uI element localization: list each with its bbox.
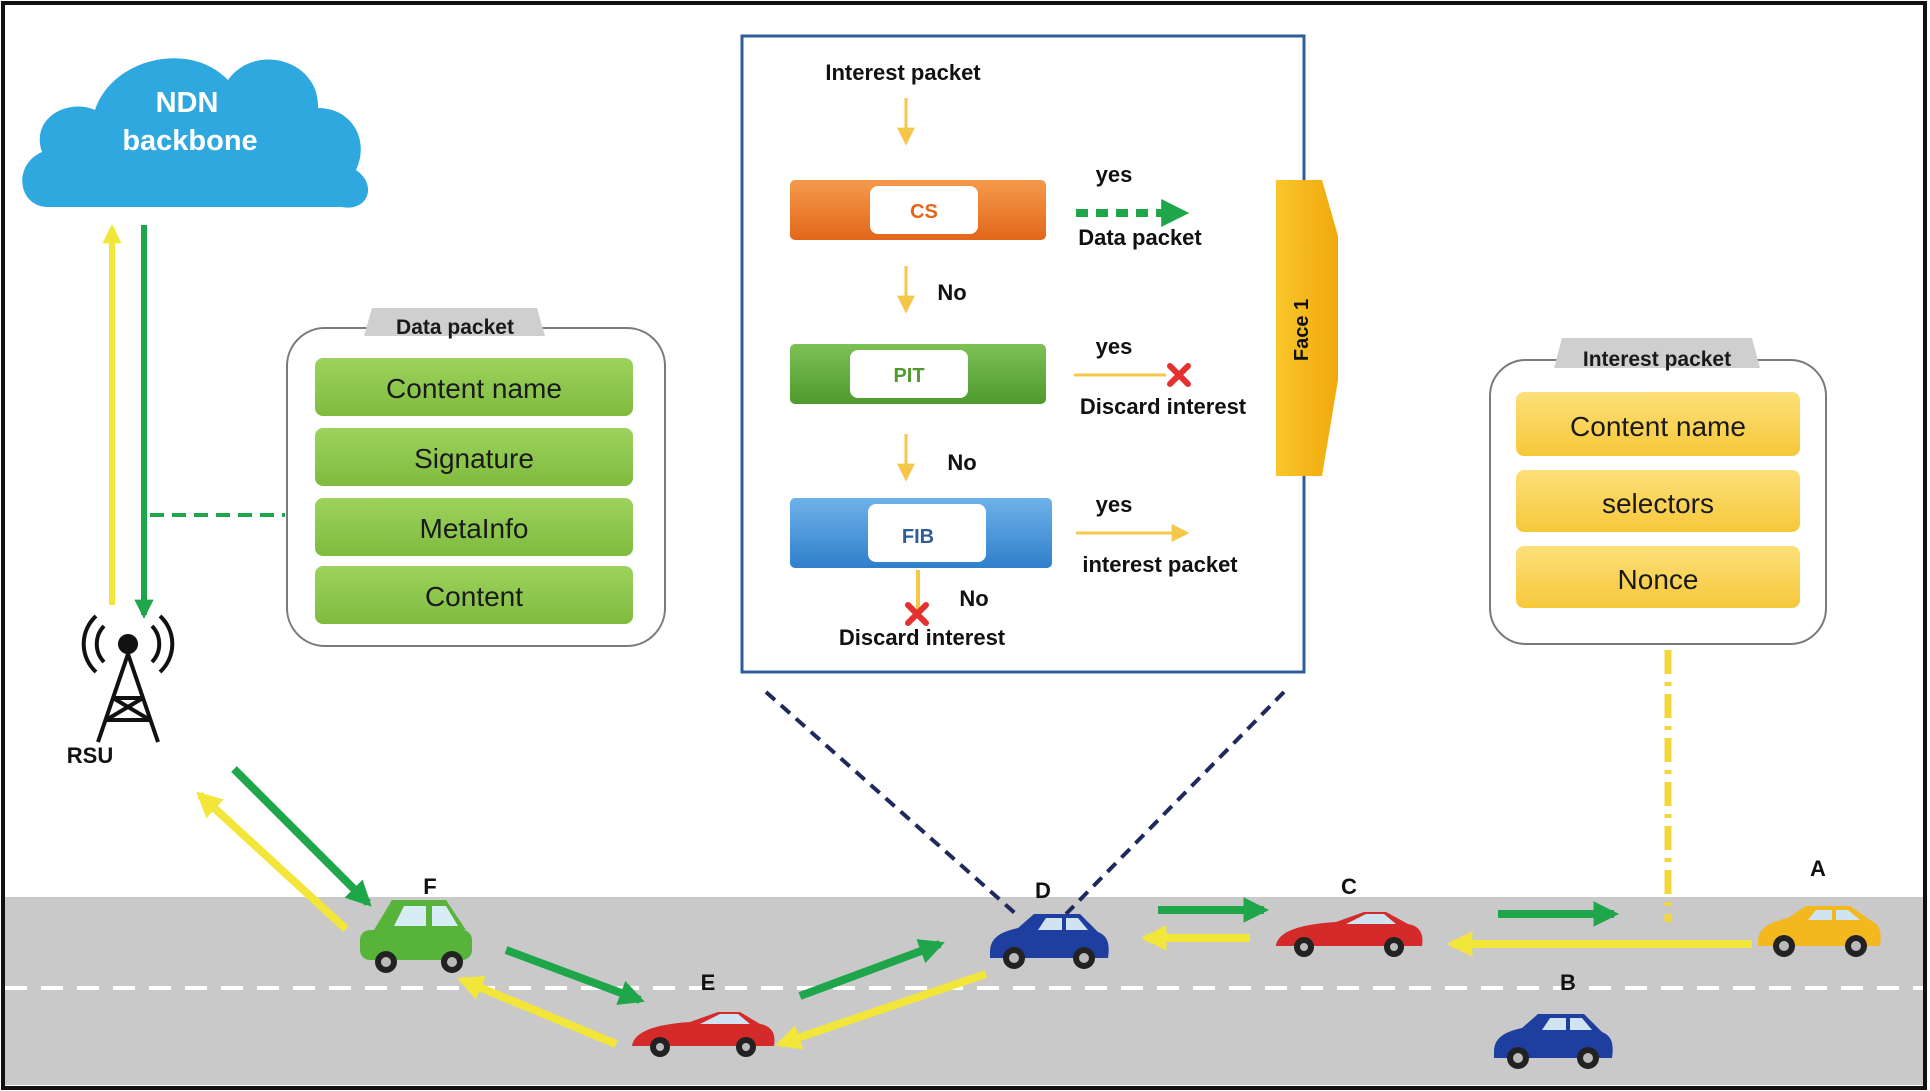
fib-no-result: Discard interest	[839, 625, 1006, 650]
cs-yes-result: Data packet	[1078, 225, 1202, 250]
fib-no-label: No	[959, 586, 988, 611]
svg-text:Nonce: Nonce	[1618, 564, 1699, 595]
pit-no-label: No	[947, 450, 976, 475]
cloud-label-line1: NDN	[156, 87, 219, 119]
vehicle-e-label: E	[701, 970, 716, 995]
svg-text:Content: Content	[425, 581, 523, 612]
svg-text:Signature: Signature	[414, 443, 534, 474]
face-1-block: Face 1	[1276, 180, 1338, 476]
arrow-f-to-e	[504, 946, 645, 1005]
interest-packet-panel: Interest packet Content name selectors N…	[1489, 338, 1827, 645]
vehicle-a-label: A	[1810, 856, 1826, 881]
data-field-metainfo: MetaInfo	[315, 498, 633, 556]
svg-text:Content name: Content name	[1570, 411, 1746, 442]
svg-text:selectors: selectors	[1602, 488, 1714, 519]
interest-field-content-name: Content name	[1516, 392, 1800, 456]
arrow-e-to-f	[457, 976, 618, 1048]
fib-yes-label: yes	[1096, 492, 1133, 517]
vehicle-d-label: D	[1035, 878, 1051, 903]
vehicle-d	[990, 914, 1109, 969]
arrow-d-to-e	[775, 970, 988, 1050]
arrow-e-to-d	[798, 939, 945, 1000]
pit-yes-result: Discard interest	[1080, 394, 1247, 419]
vehicle-b	[1494, 1014, 1613, 1069]
forwarding-flowchart: Interest packet CS yes Data packet No PI…	[740, 34, 1338, 674]
cs-label: CS	[910, 201, 938, 223]
rsu-label: RSU	[67, 743, 113, 768]
fib-block: FIB	[790, 498, 1052, 568]
data-field-content: Content	[315, 566, 633, 624]
interest-field-nonce: Nonce	[1516, 546, 1800, 608]
cs-no-label: No	[937, 280, 966, 305]
transmission-arrows	[196, 766, 1752, 1050]
face-1-label: Face 1	[1291, 299, 1313, 361]
zoom-line-left	[764, 690, 1018, 916]
data-field-content-name: Content name	[315, 358, 633, 416]
pit-discard-x-icon	[1167, 363, 1191, 387]
arrow-f-to-rsu	[196, 791, 349, 932]
fib-yes-result: interest packet	[1082, 552, 1238, 577]
flow-start-label: Interest packet	[825, 60, 981, 85]
road	[5, 897, 1923, 1085]
vehicle-c	[1276, 912, 1423, 957]
pit-block: PIT	[790, 344, 1046, 404]
fib-label: FIB	[902, 526, 934, 548]
svg-text:MetaInfo: MetaInfo	[420, 513, 529, 544]
vehicle-c-label: C	[1341, 874, 1357, 899]
vehicle-f-label: F	[423, 874, 436, 899]
pit-yes-label: yes	[1096, 334, 1133, 359]
svg-text:Content name: Content name	[386, 373, 562, 404]
rsu-tower-icon	[81, 614, 175, 743]
cloud-label-line2: backbone	[122, 125, 257, 157]
data-packet-title: Data packet	[396, 316, 514, 339]
vehicle-e	[632, 1012, 775, 1057]
pit-label: PIT	[893, 365, 924, 387]
vehicle-b-label: B	[1560, 970, 1576, 995]
zoom-line-right	[1064, 690, 1286, 916]
fib-discard-x-icon	[905, 602, 929, 626]
data-field-signature: Signature	[315, 428, 633, 486]
data-packet-panel: Data packet Content name Signature MetaI…	[286, 308, 666, 647]
interest-field-selectors: selectors	[1516, 470, 1800, 532]
interest-packet-title: Interest packet	[1583, 348, 1731, 371]
cs-yes-label: yes	[1096, 162, 1133, 187]
vehicle-f	[360, 900, 472, 973]
ndn-backbone-cloud: NDN backbone	[22, 58, 369, 208]
arrow-rsu-to-f	[231, 766, 372, 907]
cs-block: CS	[790, 180, 1046, 240]
vehicle-a	[1758, 906, 1881, 957]
